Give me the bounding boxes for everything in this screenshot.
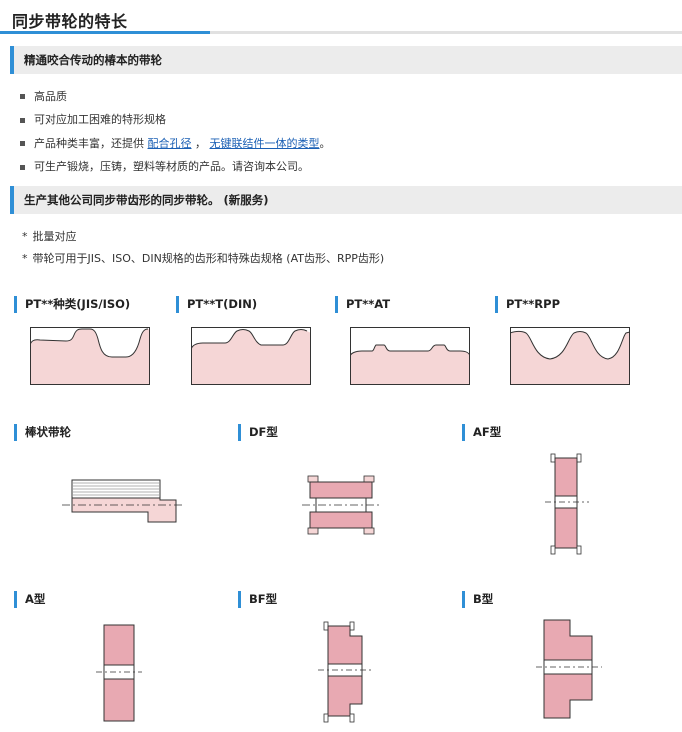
feature-text: 产品种类丰富，还提供	[34, 136, 144, 150]
separator-text: ，	[195, 136, 206, 150]
tooth-profile-at-diagram	[350, 327, 470, 385]
type-label-a: A型	[14, 591, 45, 608]
feature-list: 高品质 可对应加工困难的特形规格 产品种类丰富，还提供 配合孔径 ， 无键联结件…	[20, 85, 331, 179]
section-heading-features: 精通咬合传动的椿本的带轮	[10, 46, 682, 74]
type-label-af: AF型	[462, 424, 501, 441]
period-text: 。	[319, 136, 331, 150]
bar-pulley-diagram	[62, 479, 184, 523]
keyless-type-link[interactable]: 无键联结件一体的类型	[209, 136, 320, 150]
profile-label-din: PT**T(DIN)	[176, 296, 257, 313]
feature-text: 可对应加工困难的特形规格	[34, 113, 166, 127]
list-item: 可生产锻烧，压铸，塑料等材质的产品。请咨询本公司。	[20, 156, 331, 180]
profile-label-rpp: PT**RPP	[495, 296, 560, 313]
profile-label-jis-iso: PT**种类(JIS/ISO)	[14, 296, 130, 313]
feature-text: 高品质	[34, 89, 67, 103]
list-item: 可对应加工困难的特形规格	[20, 109, 331, 133]
type-label-bf: BF型	[238, 591, 277, 608]
a-type-diagram	[96, 624, 142, 722]
bullet-icon	[20, 117, 25, 123]
type-label-bar-pulley: 棒状带轮	[14, 424, 71, 441]
list-item: 高品质	[20, 85, 331, 109]
tooth-profile-din-diagram	[191, 327, 311, 385]
asterisk-mark: *	[22, 230, 28, 243]
bullet-icon	[20, 94, 25, 100]
list-item: 产品种类丰富，还提供 配合孔径 ， 无键联结件一体的类型。	[20, 132, 331, 156]
note-text: 批量对应	[32, 230, 77, 243]
type-label-b: B型	[462, 591, 493, 608]
tooth-profile-rpp-diagram	[510, 327, 630, 385]
profile-label-at: PT**AT	[335, 296, 390, 313]
note-text: 带轮可用于JIS、ISO、DIN规格的齿形和特殊齿规格 (AT齿形、RPP齿形)	[32, 252, 385, 265]
title-divider	[0, 31, 682, 34]
b-type-diagram	[536, 619, 602, 719]
title-divider-accent	[0, 31, 210, 34]
bore-link[interactable]: 配合孔径	[147, 136, 192, 150]
bullet-icon	[20, 164, 25, 170]
asterisk-mark: *	[22, 252, 28, 265]
notes-list: * 批量对应 * 带轮可用于JIS、ISO、DIN规格的齿形和特殊齿规格 (AT齿形…	[22, 228, 384, 272]
bullet-icon	[20, 141, 25, 147]
section-heading-other-profiles: 生产其他公司同步带齿形的同步带轮。 (新服务)	[10, 186, 682, 214]
page-title: 同步带轮的特长	[12, 12, 128, 31]
tooth-profile-jis-iso-diagram	[30, 327, 150, 385]
df-type-diagram	[302, 475, 382, 535]
type-label-df: DF型	[238, 424, 278, 441]
feature-text: 可生产锻烧，压铸，塑料等材质的产品。请咨询本公司。	[34, 160, 309, 174]
af-type-diagram	[545, 453, 589, 555]
list-item: * 带轮可用于JIS、ISO、DIN规格的齿形和特殊齿规格 (AT齿形、RPP齿形…	[22, 250, 384, 272]
list-item: * 批量对应	[22, 228, 384, 250]
bf-type-diagram	[318, 621, 374, 723]
